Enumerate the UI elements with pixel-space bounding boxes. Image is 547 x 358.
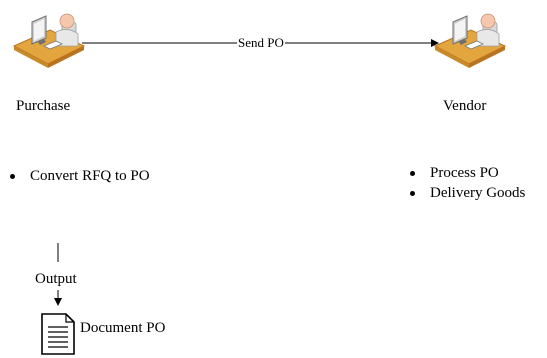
vendor-workstation-icon [433, 13, 507, 68]
purchase-bullets: Convert RFQ to PO [8, 166, 150, 186]
purchase-bullet-item: Convert RFQ to PO [8, 166, 150, 186]
document-icon [41, 313, 75, 355]
output-label: Output [35, 271, 77, 287]
purchase-label: Purchase [16, 98, 71, 114]
vendor-label: Vendor [443, 98, 487, 114]
purchase-workstation-icon [12, 13, 86, 68]
vendor-bullets: Process PO Delivery Goods [408, 163, 525, 203]
vendor-bullet-item: Delivery Goods [408, 183, 525, 203]
send-po-label: Send PO [237, 35, 285, 50]
vendor-bullet-item: Process PO [408, 163, 525, 183]
document-label: Document PO [80, 320, 166, 336]
